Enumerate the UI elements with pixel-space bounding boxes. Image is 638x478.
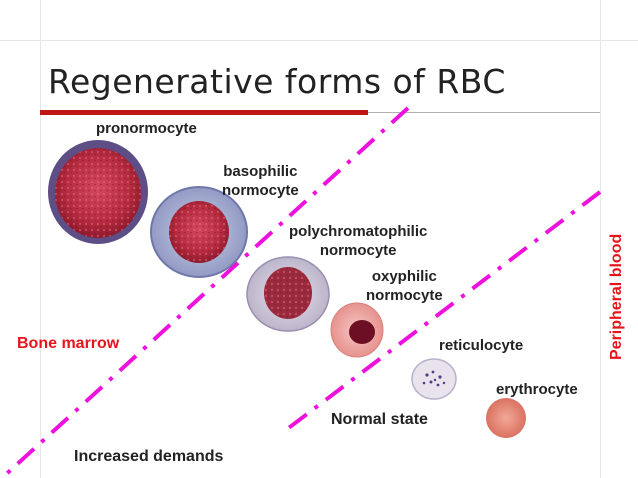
label-increased-demands: Increased demands	[74, 448, 224, 465]
basophilic-normocyte-cell	[150, 186, 248, 278]
erythrocyte-cell	[486, 398, 526, 438]
label-pronormocyte: pronormocyte	[96, 120, 197, 137]
label-reticulocyte: reticulocyte	[439, 337, 524, 354]
slide-title: Regenerative forms of RBC	[48, 62, 506, 101]
pronormocyte-cell	[48, 140, 148, 244]
label-bone-marrow: Bone marrow	[17, 335, 120, 352]
grid-line	[40, 0, 41, 478]
title-accent-bar	[40, 110, 368, 115]
label-polychromatophilic-normocyte: polychromatophilic normocyte	[289, 223, 428, 259]
oxyphilic-normocyte-cell	[330, 302, 384, 358]
label-basophilic-normocyte: basophilic normocyte	[222, 163, 299, 199]
label-peripheral-blood: Peripheral blood	[608, 233, 625, 360]
label-erythrocyte: erythrocyte	[496, 381, 578, 398]
bone-marrow-boundary-normal	[284, 190, 602, 432]
polychromatophilic-normocyte-cell	[246, 256, 330, 332]
reticulocyte-cell	[411, 358, 457, 400]
grid-line	[0, 40, 638, 41]
label-normal-state: Normal state	[331, 411, 428, 428]
label-oxyphilic-normocyte: oxyphilic normocyte	[366, 268, 443, 304]
grid-line	[600, 0, 601, 478]
